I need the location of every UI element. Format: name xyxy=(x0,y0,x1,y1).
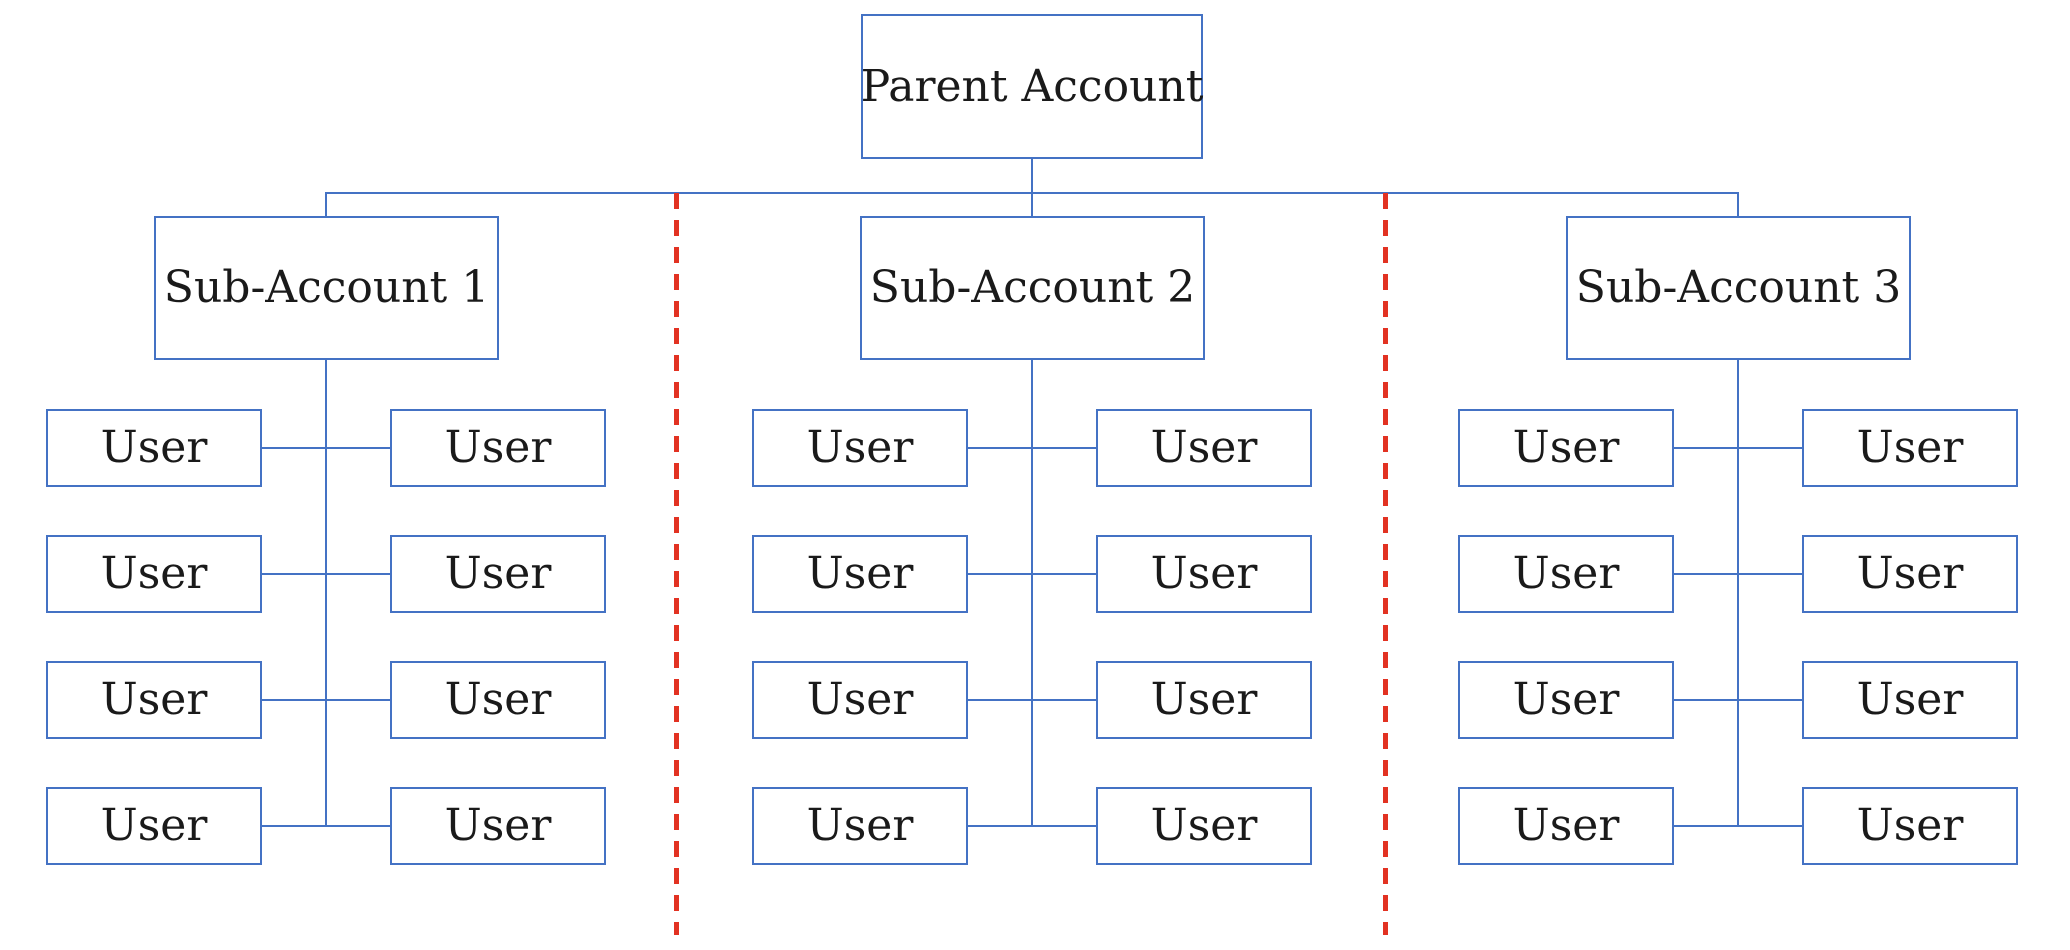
user-node-label: User xyxy=(1150,422,1258,473)
user-node-label: User xyxy=(100,674,208,725)
user-node: User xyxy=(1802,787,2018,865)
user-row-connector xyxy=(1674,447,1802,449)
user-node: User xyxy=(1458,535,1674,613)
user-node: User xyxy=(390,661,606,739)
sub-account-connector-stub xyxy=(325,192,327,218)
user-node: User xyxy=(1096,409,1312,487)
user-row-connector xyxy=(262,573,390,575)
user-node-label: User xyxy=(806,800,914,851)
sub-account-node-label: Sub-Account 2 xyxy=(869,262,1196,313)
user-node-label: User xyxy=(1856,674,1964,725)
user-node: User xyxy=(752,787,968,865)
user-node-label: User xyxy=(444,674,552,725)
user-node-label: User xyxy=(806,674,914,725)
user-node-label: User xyxy=(100,422,208,473)
user-node-label: User xyxy=(1512,548,1620,599)
sub-account-node-label: Sub-Account 1 xyxy=(163,262,490,313)
user-node: User xyxy=(1802,409,2018,487)
sub-account-connector-stub xyxy=(1737,192,1739,218)
user-node-label: User xyxy=(806,548,914,599)
user-node-label: User xyxy=(1150,674,1258,725)
user-node: User xyxy=(46,661,262,739)
sub-account-connector-stub xyxy=(1031,192,1033,218)
user-node: User xyxy=(46,409,262,487)
parent-account-label: Parent Account xyxy=(860,60,1204,112)
user-node-label: User xyxy=(100,800,208,851)
user-node-label: User xyxy=(806,422,914,473)
user-node: User xyxy=(46,535,262,613)
section-separator-2 xyxy=(1383,193,1388,935)
user-node: User xyxy=(752,535,968,613)
user-node: User xyxy=(752,409,968,487)
user-node: User xyxy=(1802,535,2018,613)
user-row-connector xyxy=(262,825,390,827)
user-node: User xyxy=(390,535,606,613)
user-row-connector xyxy=(968,699,1096,701)
user-node: User xyxy=(1458,787,1674,865)
user-node-label: User xyxy=(100,548,208,599)
user-node: User xyxy=(1458,661,1674,739)
user-row-connector xyxy=(262,447,390,449)
user-node: User xyxy=(390,409,606,487)
user-node: User xyxy=(1096,661,1312,739)
user-node: User xyxy=(390,787,606,865)
section-trunk-line xyxy=(325,360,327,827)
sub-account-node: Sub-Account 3 xyxy=(1566,216,1911,360)
user-node-label: User xyxy=(444,800,552,851)
user-node-label: User xyxy=(1856,422,1964,473)
user-row-connector xyxy=(262,699,390,701)
sub-account-node-label: Sub-Account 3 xyxy=(1575,262,1902,313)
user-node-label: User xyxy=(1150,800,1258,851)
section-separator-1 xyxy=(674,193,679,935)
user-node-label: User xyxy=(444,548,552,599)
user-row-connector xyxy=(968,447,1096,449)
section-trunk-line xyxy=(1031,360,1033,827)
user-node-label: User xyxy=(1150,548,1258,599)
user-node-label: User xyxy=(1512,800,1620,851)
user-node: User xyxy=(1458,409,1674,487)
user-row-connector xyxy=(1674,699,1802,701)
user-node-label: User xyxy=(1856,548,1964,599)
user-row-connector xyxy=(968,825,1096,827)
user-node-label: User xyxy=(444,422,552,473)
user-node-label: User xyxy=(1512,674,1620,725)
user-node-label: User xyxy=(1856,800,1964,851)
user-node: User xyxy=(752,661,968,739)
parent-connector-stub xyxy=(1031,157,1033,193)
sub-account-node: Sub-Account 1 xyxy=(154,216,499,360)
user-node-label: User xyxy=(1512,422,1620,473)
section-trunk-line xyxy=(1737,360,1739,827)
parent-account-node: Parent Account xyxy=(861,14,1203,159)
user-row-connector xyxy=(1674,573,1802,575)
user-node: User xyxy=(46,787,262,865)
user-row-connector xyxy=(968,573,1096,575)
user-node: User xyxy=(1096,787,1312,865)
sub-account-node: Sub-Account 2 xyxy=(860,216,1205,360)
user-node: User xyxy=(1802,661,2018,739)
user-row-connector xyxy=(1674,825,1802,827)
user-node: User xyxy=(1096,535,1312,613)
